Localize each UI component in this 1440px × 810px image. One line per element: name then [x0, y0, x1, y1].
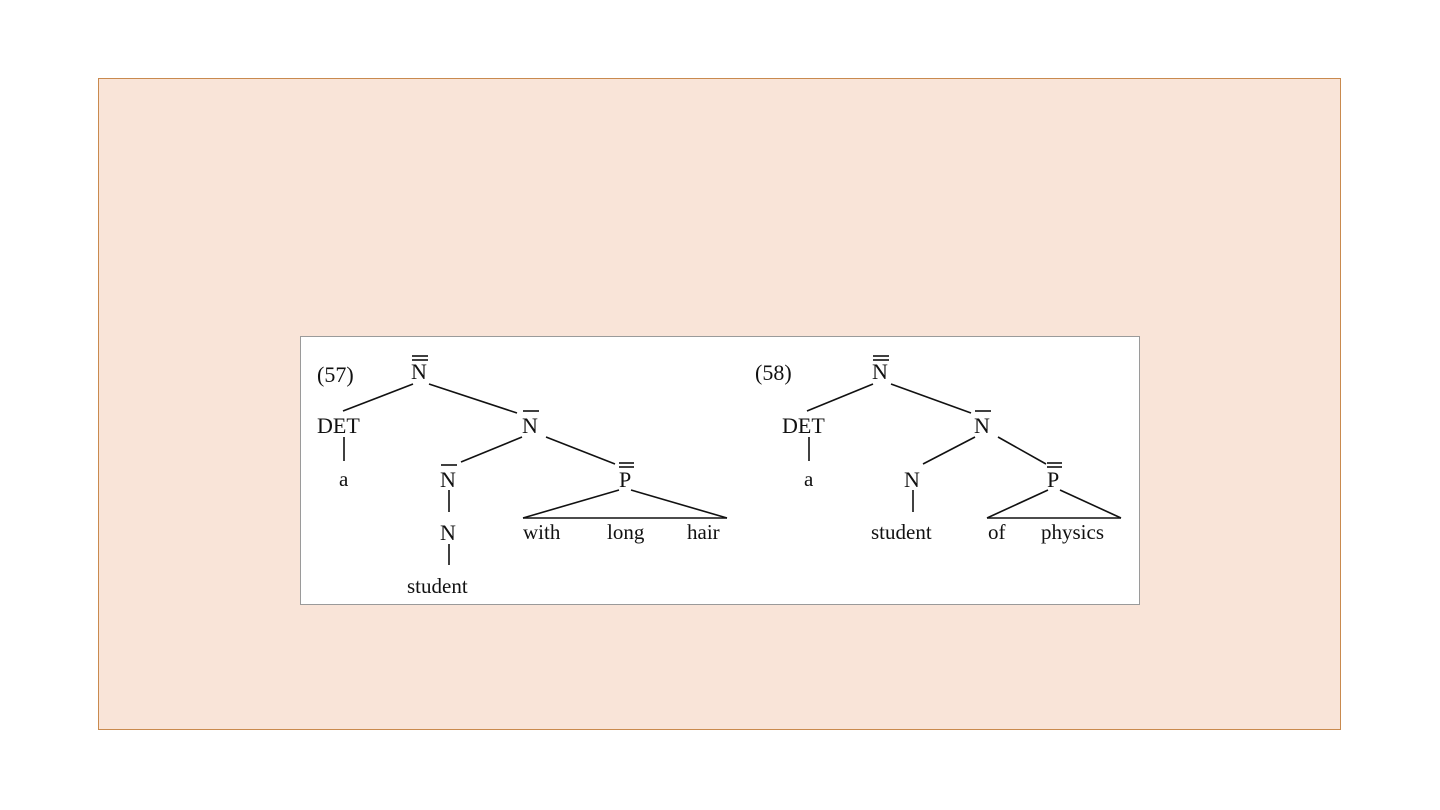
tree-58-det-label: DET [782, 413, 825, 438]
tree-57-det-label: DET [317, 413, 360, 438]
tree-57-n-bar-node: N [522, 410, 539, 438]
example-number-57: (57) [317, 362, 354, 387]
tree-58-root-node: N [872, 355, 889, 384]
tree-58-p-bar-bar-node: P [1047, 462, 1062, 492]
tree-57-n-bar-label: N [522, 413, 538, 438]
tree-57-p-label: P [619, 467, 631, 492]
tree-58-pp-word-2: physics [1041, 520, 1104, 544]
tree-diagrams: (57) N DET a N [317, 355, 1122, 598]
tree-57-p-bar-bar-node: P [619, 462, 634, 492]
tree-57-n-word: student [407, 574, 468, 598]
tree-58-p-label: P [1047, 467, 1059, 492]
tree-58: (58) N DET a N [755, 355, 1122, 544]
tree-57-pp-word-3: hair [687, 520, 720, 544]
tree-57-n-label: N [440, 520, 456, 545]
tree-58-n-bar-node: N [974, 410, 991, 438]
tree-58-n-label: N [904, 467, 920, 492]
tree-57-n-bar-inner-label: N [440, 467, 456, 492]
tree-57-pp-word-2: long [607, 520, 645, 544]
tree-57-det-word: a [339, 467, 349, 491]
tree-58-root-label: N [872, 359, 888, 384]
tree-58-n-word: student [871, 520, 932, 544]
tree-57-root-label: N [411, 359, 427, 384]
tree-57-root-node: N [411, 355, 428, 384]
tree-57: (57) N DET a N [317, 355, 728, 598]
syntax-tree-figure: (57) N DET a N [300, 336, 1140, 605]
tree-58-n-bar-label: N [974, 413, 990, 438]
tree-57-pp-word-1: with [523, 520, 561, 544]
tree-58-pp-word-1: of [988, 520, 1006, 544]
example-number-58: (58) [755, 360, 792, 385]
tree-58-det-word: a [804, 467, 814, 491]
tree-57-n-bar-inner-node: N [440, 464, 457, 492]
